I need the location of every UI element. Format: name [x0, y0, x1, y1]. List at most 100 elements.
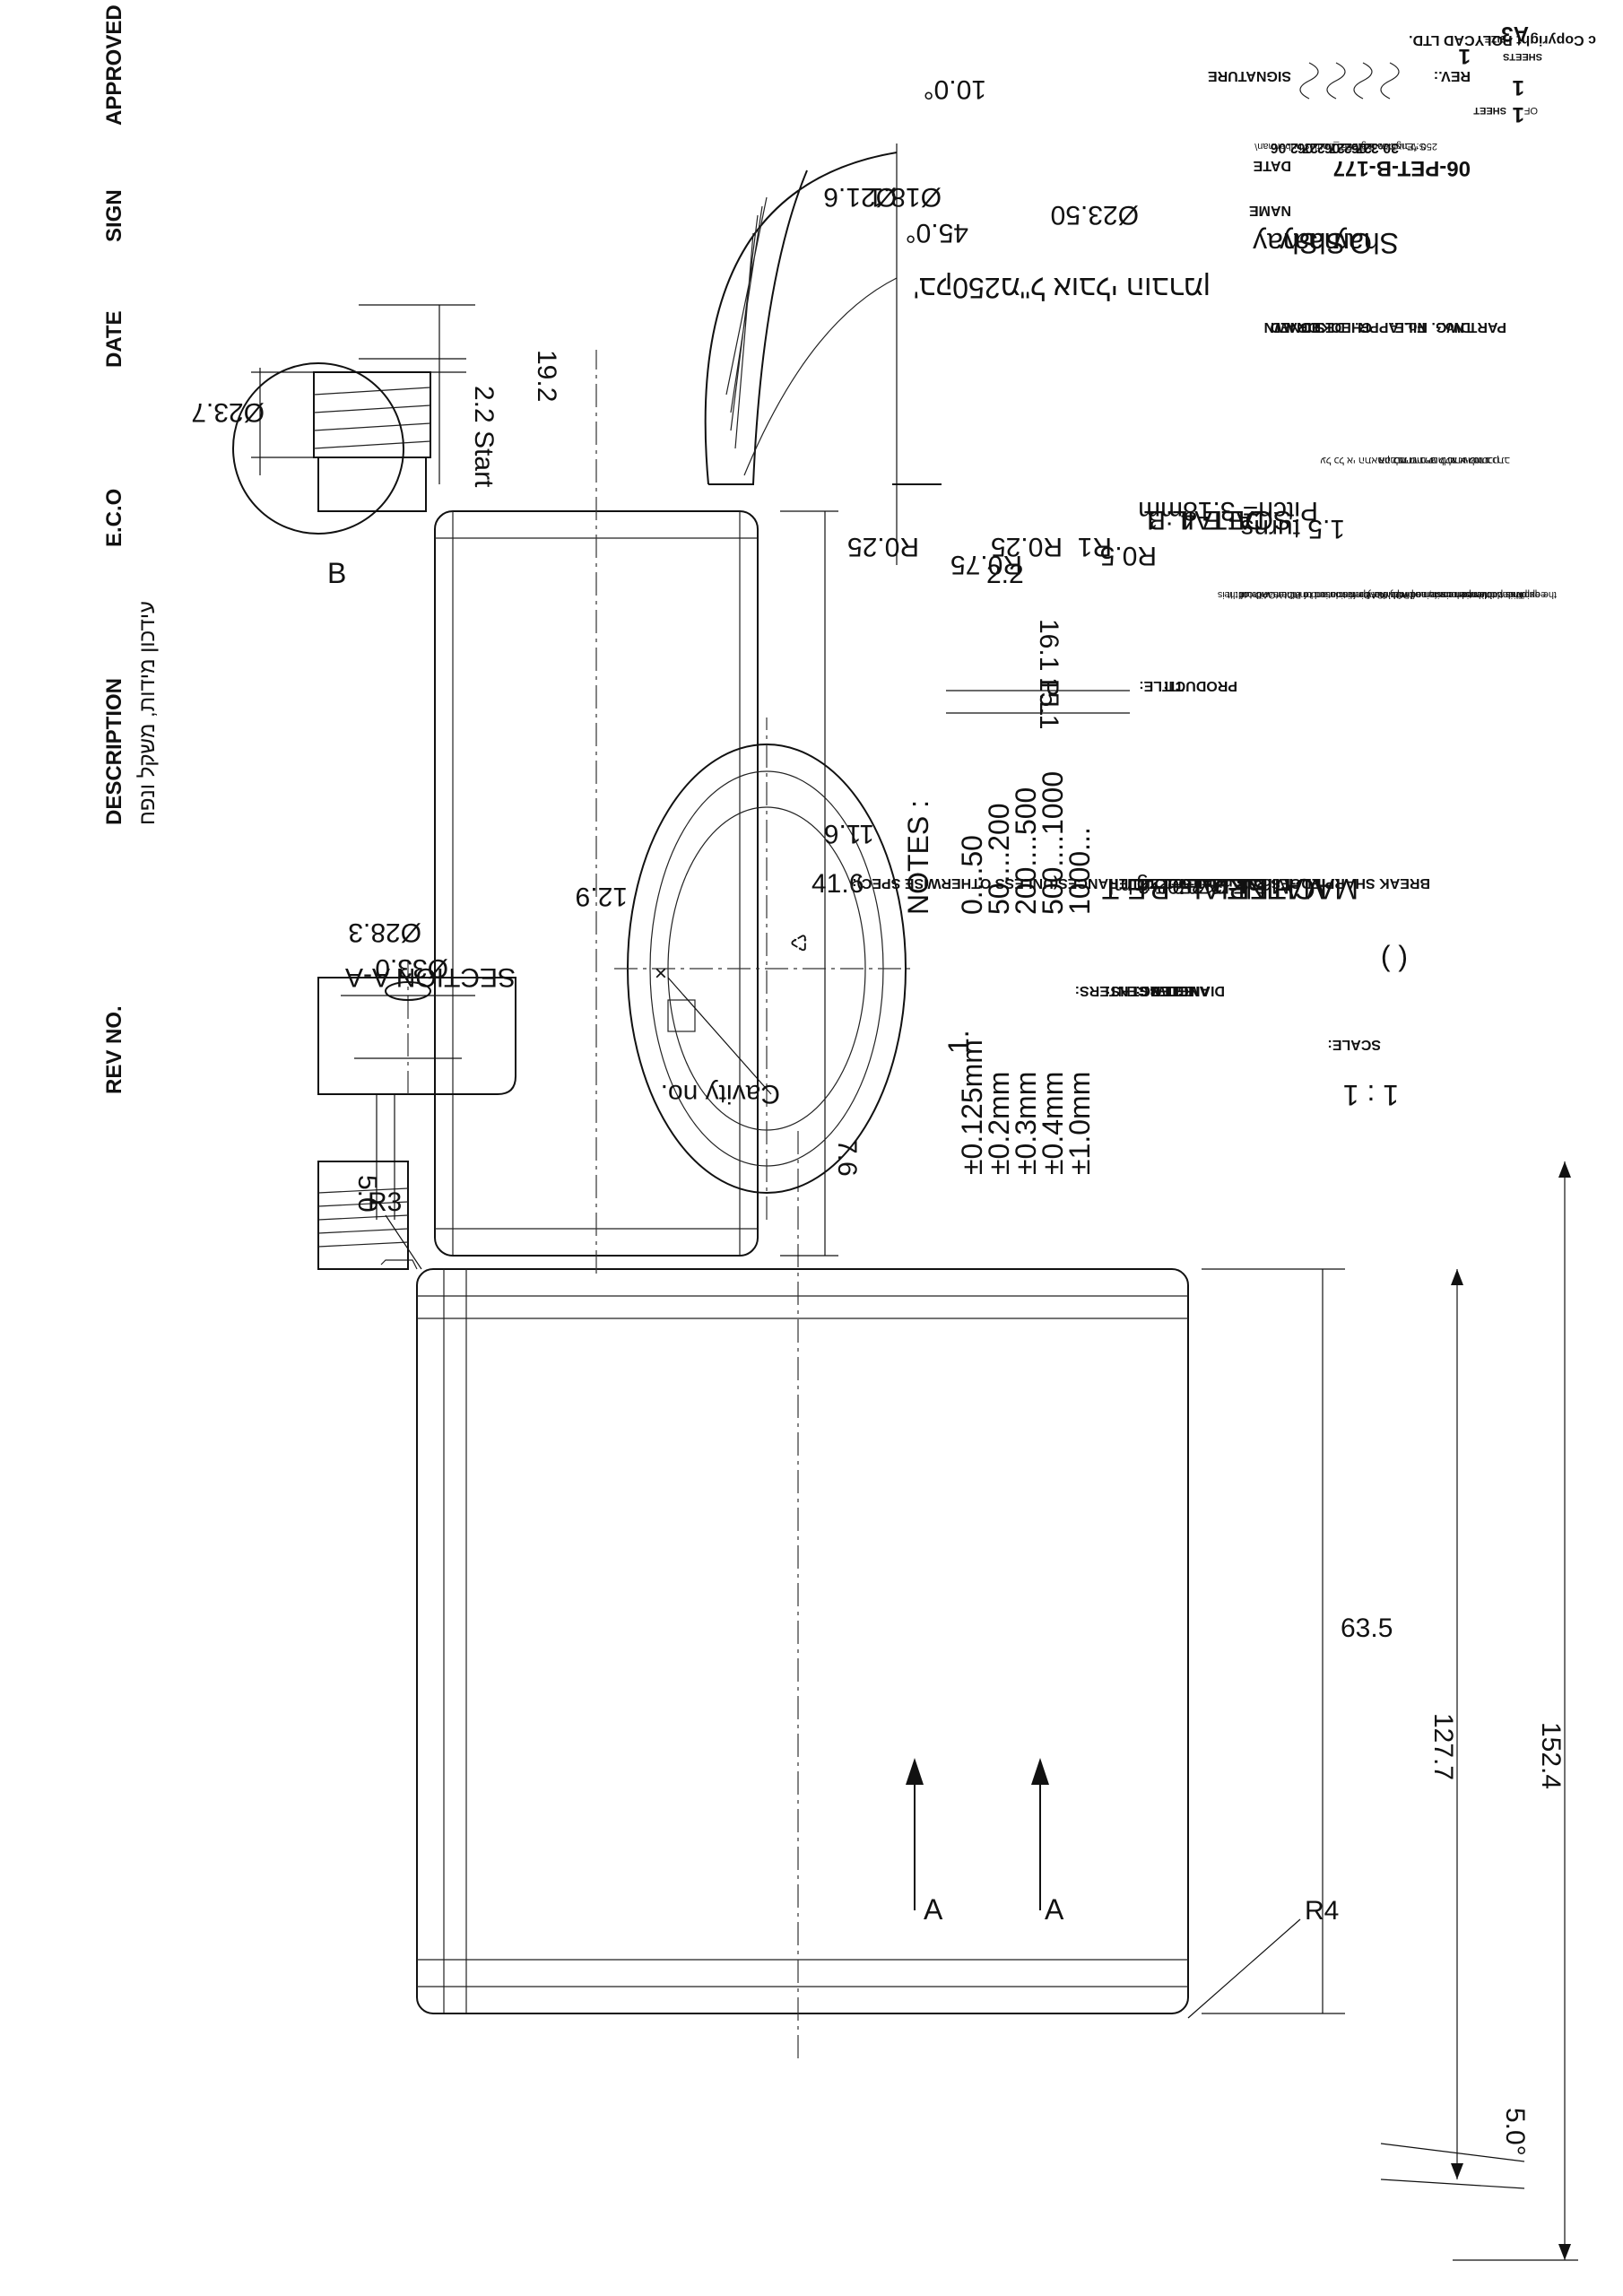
title-block: TITLE: בק250מ"ל אובלי הוברמן' PRODUCT: N…	[914, 22, 1596, 693]
section-a-label-1: A	[924, 1893, 943, 1926]
size-value: A3	[1501, 22, 1529, 46]
section-a-label-2: A	[1045, 1893, 1064, 1926]
detail-b-h161: 16.1 P.L	[1034, 619, 1063, 716]
detail-b-angle10: 10.0°	[924, 74, 986, 104]
detail-b-r025b: R0.25	[991, 532, 1063, 561]
detail-b-r05: R0.5	[1100, 541, 1157, 570]
scale-value: 1 : 1	[1343, 1079, 1399, 1111]
hebrew-note-3: הכנסת שינויים ללא אישור בכתב	[1379, 455, 1510, 466]
bottom-dim-3: 7.6	[832, 1139, 862, 1177]
thread-start: 2.2 Start	[469, 386, 499, 488]
col-name: NAME	[1249, 203, 1291, 218]
width-dim: 63.5	[1341, 1613, 1393, 1643]
section-aa-label: SECTION A-A	[345, 962, 516, 992]
col-signature: SIGNATURE	[1208, 68, 1291, 83]
tol-row-2-label: ANGLES:	[1145, 983, 1210, 998]
tol-fp: F.P: 250 ±2 ml	[1109, 874, 1246, 898]
break-edges: BREAK SHARP EDGES R0.3 max.	[1200, 875, 1430, 891]
machine: MACHINE :	[1211, 873, 1358, 905]
date-label: DATE	[102, 310, 126, 368]
sign-label: SIGN	[102, 189, 126, 242]
bottom-view: ♺ × Cavity no. 12.9 11.6 7.6	[576, 718, 915, 1220]
detail-b-circle	[232, 362, 404, 535]
signatures	[1299, 62, 1400, 100]
side-view: B Ø23.7 2.2 Start 19.2 41.6	[191, 304, 864, 1274]
section-aa-height: 5.0	[352, 1175, 382, 1213]
cavity-marker-icon: ×	[649, 967, 673, 979]
file-path: S:\Engineering\PET_bottles\huberman\	[1254, 141, 1426, 152]
note-range-2: 200....500	[1010, 787, 1042, 915]
row-3-role: APPR.	[1355, 319, 1399, 335]
angle-5: 5.0°	[1500, 2108, 1530, 2156]
disclaimer-4: the express written permission of POLYCA…	[1363, 589, 1557, 600]
front-body-outline	[416, 1268, 1189, 2014]
detail-b: Ø21.6 Ø18.1 Ø23.50 45.0° 10.0° R0.25 2.2…	[704, 74, 1345, 729]
detail-b-caption-1: DETAIL B	[1148, 505, 1264, 535]
note-tol-0: ±0.125mm	[956, 1039, 988, 1175]
col-date: DATE	[1253, 158, 1291, 173]
cavity-label: Cavity no.	[661, 1079, 780, 1109]
height-152: 152.4	[1536, 1722, 1566, 1789]
detail-b-caption-3: Pitch= 3.18mm	[1138, 496, 1318, 526]
note-range-3: 500....1000	[1037, 771, 1069, 915]
tol-row-1-val: ±0.1	[1167, 875, 1194, 891]
product-label: PRODUCT:	[1163, 678, 1237, 693]
revision-header: REV NO. DESCRIPTION עידכון מידות, משקל ו…	[102, 4, 160, 1094]
copyright: c Copyright POLYCAD LTD.	[1409, 32, 1596, 48]
note-tol-4: ±1.0mm	[1063, 1072, 1096, 1175]
sheet-of: OF	[1523, 105, 1538, 116]
detail-b-callout: B	[327, 557, 346, 589]
title-hebrew: בק250מ"ל אובלי הוברמן'	[914, 272, 1211, 304]
tol-row-1-label: BETW CENTERS:	[1075, 983, 1194, 998]
note-tol-2: ±0.3mm	[1010, 1072, 1042, 1175]
bottom-logo-mark	[667, 999, 696, 1032]
front-height-dims	[412, 1269, 1193, 2170]
tol-row-0-label: LENGTHS:	[1106, 983, 1179, 998]
section-aa-outline	[317, 977, 516, 1095]
row-2-name: Orna	[1308, 227, 1372, 259]
description-label: DESCRIPTION	[102, 678, 126, 825]
section-aa-d1: Ø28.3	[348, 918, 421, 947]
disclaimer-2: provided to those concerned with the ope…	[1224, 589, 1535, 600]
thread-diameter: Ø23.7	[191, 397, 265, 427]
size-label: SIZE	[1485, 33, 1506, 44]
tol-bf: B.F: 270 ±2 ml	[1128, 874, 1268, 898]
r3-label: R3	[368, 1187, 402, 1217]
row-0-name: Shay	[1253, 227, 1318, 259]
note-range-0: 0....50	[956, 835, 988, 915]
detail-b-r075: R0.75	[950, 550, 1022, 579]
detail-b-caption-4: 1.5 turns	[1240, 514, 1345, 544]
bottom-dim-2: 11.6	[824, 819, 874, 848]
detail-b-r22: 2.2	[986, 560, 1024, 589]
side-width: 41.6	[812, 869, 864, 899]
detail-b-d216: Ø21.6	[823, 182, 897, 212]
detail-b-r1: R1	[1078, 532, 1112, 561]
neck-height: 19.2	[532, 350, 561, 402]
sheets-value: 1	[1513, 75, 1524, 100]
notes-title: NOTES :	[902, 800, 934, 915]
tolerances-title: TOLERANCES(UNLESS OTHERWISE SPEC):	[852, 875, 1157, 891]
row-0-role: DRAWN	[1264, 319, 1318, 335]
detail-b-profile	[704, 152, 942, 485]
scale-label: SCALE:	[1327, 1037, 1381, 1052]
material: MATERIAL: P.E.T	[1102, 873, 1327, 905]
detail-b-angle45: 45.0°	[906, 218, 968, 248]
disclaimer-1: This publication contains proprietary in…	[1217, 589, 1524, 600]
notes: NOTES : 1. 0....50 50....200 200....500 …	[902, 771, 1096, 1175]
tol-row-0-val: ±0.2	[1151, 875, 1179, 891]
front-threads	[317, 1187, 409, 1248]
note-tol-3: ±0.4mm	[1037, 1072, 1069, 1175]
section-aa-d2: Ø33.0	[375, 953, 448, 983]
dwg-label: DWG. No.:	[1400, 319, 1471, 335]
tol-row-2-val: ±0.5°	[1176, 875, 1210, 891]
part-label: PART No.:	[1436, 319, 1506, 335]
dwg-number: 06-PET-B-177	[1333, 156, 1471, 180]
row-3-name: Shay	[1333, 227, 1399, 259]
row-0-date: 27.2.06	[1271, 140, 1318, 155]
section-aa: Ø28.3 Ø33.0 SECTION A-A 5.0	[317, 918, 516, 1220]
side-threads	[313, 387, 431, 449]
sheet-label: SHEET	[1473, 105, 1506, 116]
